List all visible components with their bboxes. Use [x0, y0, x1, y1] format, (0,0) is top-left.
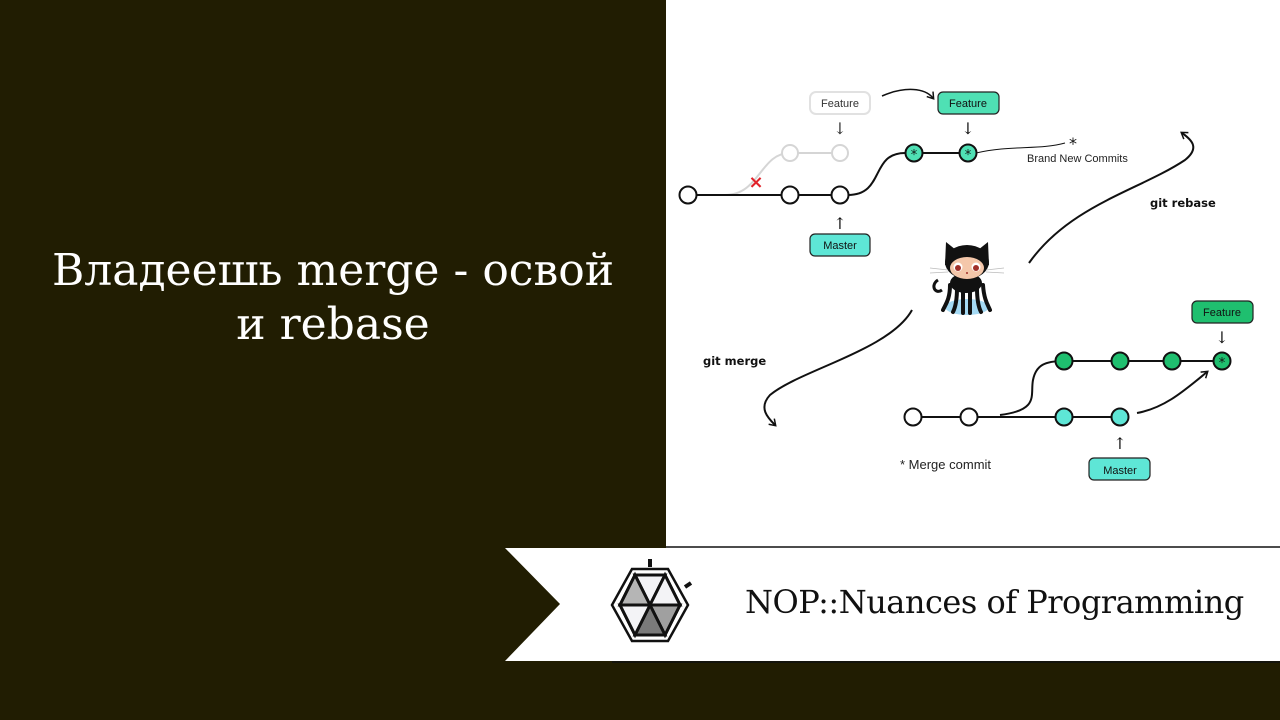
- commit-asterisk: *: [965, 148, 972, 163]
- feature-label: Feature: [1203, 307, 1241, 319]
- git-rebase-label: git rebase: [1150, 196, 1216, 210]
- master-tag: [809, 233, 871, 257]
- title-line-2: и rebase: [236, 299, 430, 350]
- feature-commit-node: [1162, 351, 1182, 371]
- merge-commit-legend: * Merge commit: [900, 457, 991, 472]
- master-tag: [1088, 457, 1151, 481]
- rebased-line: [847, 152, 968, 196]
- old-feature-label: Feature: [821, 98, 859, 110]
- new-feature-tag: [937, 91, 1000, 115]
- commit-node: [780, 185, 800, 205]
- git-diagram: Feature ↓ × * * Feature ↓ ↑ Master * Bra…: [666, 0, 1280, 548]
- master-commit-node: [1110, 407, 1130, 427]
- merge-commit-node: [1212, 351, 1232, 371]
- page-title: Владеешь merge - освой и rebase: [0, 244, 666, 352]
- down-arrow-icon: ↓: [1215, 328, 1228, 347]
- octocat-icon: [929, 242, 1005, 315]
- diagram-svg: Feature ↓ × * * Feature ↓ ↑ Master * Bra…: [678, 88, 1254, 481]
- master-label: Master: [1103, 465, 1137, 477]
- commit-node: [959, 407, 979, 427]
- brand-name: NOP::Nuances of Programming: [745, 583, 1244, 621]
- merge-feature-line: [999, 360, 1222, 416]
- rebase-arrow: [1028, 131, 1195, 264]
- master-label: Master: [823, 240, 857, 252]
- feature-commit-node: [1054, 351, 1074, 371]
- rebased-commit-node: [958, 143, 978, 163]
- new-feature-label: Feature: [949, 98, 987, 110]
- brand-new-commits-label: Brand New Commits: [1027, 153, 1128, 165]
- merge-arrow: [763, 309, 913, 427]
- down-arrow-icon: ↓: [833, 119, 846, 138]
- pointer-line: [975, 142, 1066, 154]
- old-feature-branch: [724, 91, 871, 196]
- git-merge-label: git merge: [703, 354, 766, 368]
- left-panel: Владеешь merge - освой и rebase: [0, 244, 666, 352]
- feature-commit-node: [1110, 351, 1130, 371]
- discard-x-icon: ×: [748, 172, 763, 193]
- feature-tag: [1191, 300, 1254, 324]
- up-arrow-icon: ↑: [833, 214, 846, 233]
- merge-into-arrow: [1136, 370, 1209, 414]
- up-arrow-icon: ↑: [1113, 434, 1126, 453]
- move-arrow: [881, 88, 935, 100]
- commit-asterisk: *: [911, 148, 918, 163]
- rebased-commit-node: [904, 143, 924, 163]
- commit-node: [678, 185, 698, 205]
- master-commit-node: [1054, 407, 1074, 427]
- title-line-1: Владеешь merge - освой: [51, 245, 615, 296]
- merge-commit-asterisk: *: [1219, 356, 1226, 371]
- commit-node: [830, 185, 850, 205]
- down-arrow-icon: ↓: [961, 119, 974, 138]
- brand-new-asterisk: *: [1069, 134, 1077, 153]
- commit-node: [903, 407, 923, 427]
